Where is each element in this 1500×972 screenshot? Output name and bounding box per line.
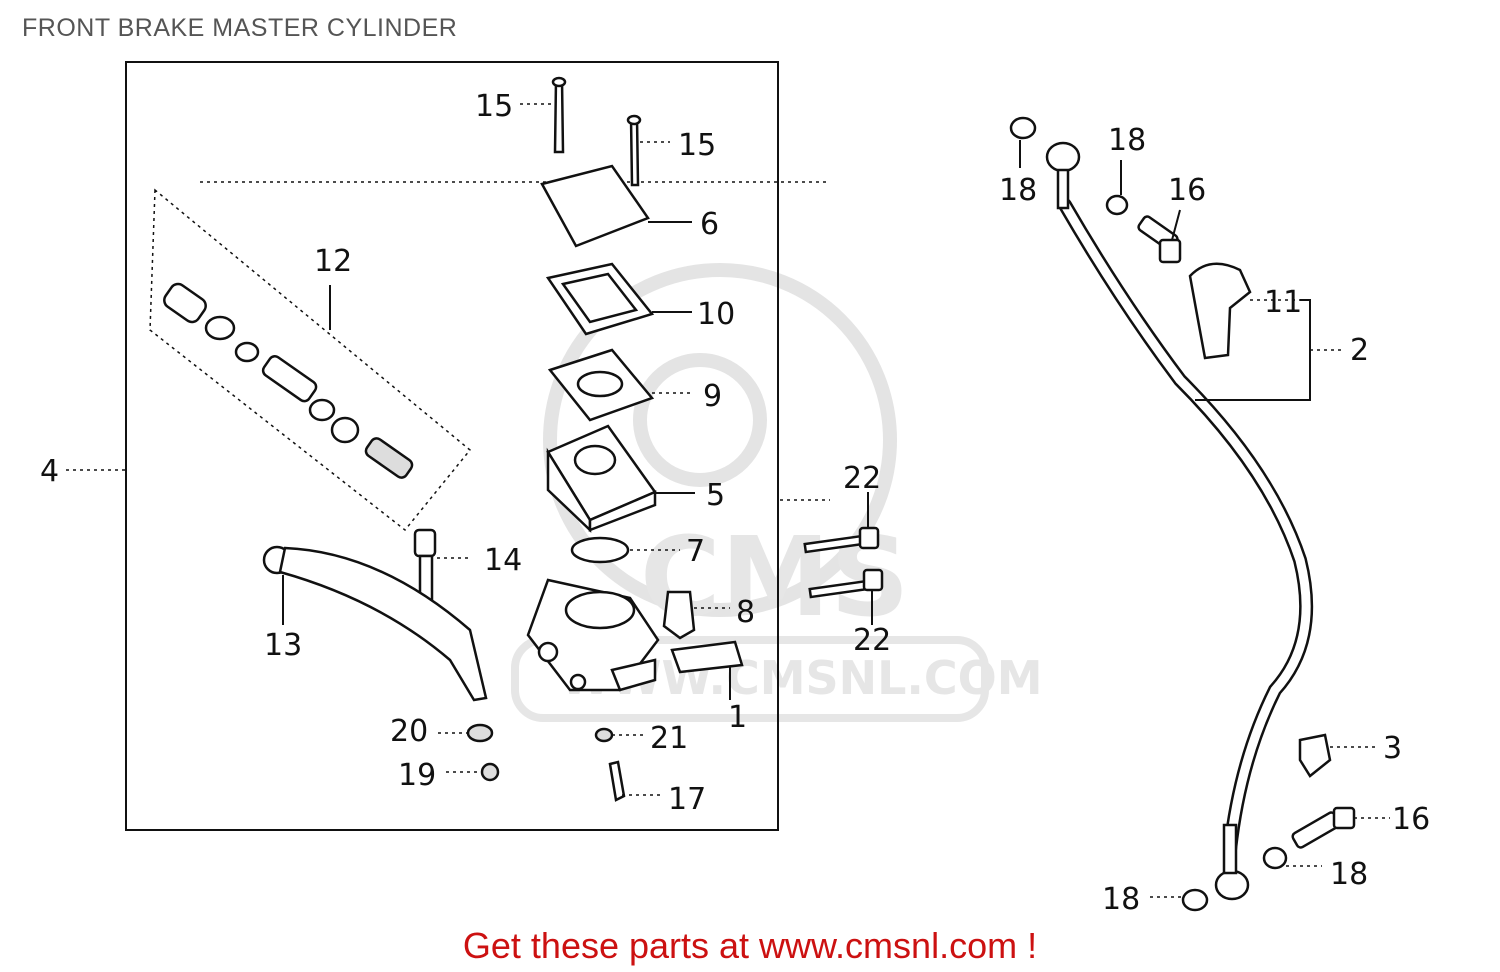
washer-18-b bbox=[1105, 194, 1129, 216]
callout-3: 3 bbox=[1383, 731, 1402, 766]
callout-2: 2 bbox=[1350, 333, 1369, 368]
washer-18-a bbox=[1009, 116, 1037, 140]
callout-15-right: 15 bbox=[678, 128, 716, 163]
hose-guide-3 bbox=[1298, 733, 1332, 778]
hose-boot-11 bbox=[1188, 262, 1252, 360]
reservoir-cover-6 bbox=[540, 164, 650, 248]
callout-7: 7 bbox=[686, 534, 705, 569]
callout-1: 1 bbox=[728, 700, 747, 735]
reservoir-body-5 bbox=[546, 424, 657, 533]
piston-kit-parts bbox=[163, 282, 414, 479]
callout-22-lower: 22 bbox=[853, 623, 891, 658]
washer-18-d bbox=[1181, 888, 1209, 912]
nut-20 bbox=[466, 723, 494, 743]
leader-16a bbox=[1171, 209, 1181, 241]
screw-15-right bbox=[626, 114, 642, 187]
master-cylinder-body bbox=[526, 578, 660, 692]
callout-18-d: 18 bbox=[1102, 882, 1140, 917]
callout-5: 5 bbox=[706, 478, 725, 513]
callout-15-left: 15 bbox=[475, 89, 513, 124]
callout-20: 20 bbox=[390, 714, 428, 749]
screw-17 bbox=[608, 760, 626, 802]
callout-16-lower: 16 bbox=[1392, 802, 1430, 837]
callout-22-upper: 22 bbox=[843, 461, 881, 496]
callout-14: 14 bbox=[484, 543, 522, 578]
callout-18-c: 18 bbox=[1330, 857, 1368, 892]
callout-11: 11 bbox=[1264, 285, 1302, 320]
holder-bolt-22-upper bbox=[803, 526, 880, 554]
callout-17: 17 bbox=[668, 782, 706, 817]
assembly-frame-4 bbox=[125, 61, 779, 831]
callout-4: 4 bbox=[40, 454, 59, 489]
brake-hose-2 bbox=[1045, 141, 1314, 901]
holder-clamp-8 bbox=[662, 590, 696, 640]
washer-21 bbox=[594, 727, 614, 743]
screw-15-left bbox=[551, 76, 567, 154]
callout-9: 9 bbox=[703, 379, 722, 414]
washer-18-c bbox=[1262, 846, 1288, 870]
callout-10: 10 bbox=[697, 297, 735, 332]
callout-21: 21 bbox=[650, 721, 688, 756]
callout-6: 6 bbox=[700, 207, 719, 242]
nut-19 bbox=[480, 762, 500, 782]
piston-kit-box bbox=[149, 188, 472, 532]
o-ring-7 bbox=[570, 536, 630, 564]
stop-switch-1 bbox=[670, 640, 744, 674]
oil-bolt-16-upper bbox=[1137, 215, 1182, 264]
diagram-title: FRONT BRAKE MASTER CYLINDER bbox=[22, 14, 458, 42]
oil-bolt-16-lower bbox=[1291, 806, 1356, 849]
callout-13: 13 bbox=[264, 628, 302, 663]
pivot-bolt-14 bbox=[413, 528, 437, 606]
brake-lever-13 bbox=[262, 545, 488, 702]
callout-12: 12 bbox=[314, 244, 352, 279]
callout-labels: 1 2 3 4 5 6 7 8 9 10 11 12 13 14 15 15 1… bbox=[40, 89, 1430, 917]
callout-19: 19 bbox=[398, 758, 436, 793]
callout-18-b: 18 bbox=[1108, 123, 1146, 158]
callout-16-upper: 16 bbox=[1168, 173, 1206, 208]
callout-18-a: 18 bbox=[999, 173, 1037, 208]
callout-8: 8 bbox=[736, 595, 755, 630]
parts-link-footer[interactable]: Get these parts at www.cmsnl.com ! bbox=[462, 925, 1038, 966]
